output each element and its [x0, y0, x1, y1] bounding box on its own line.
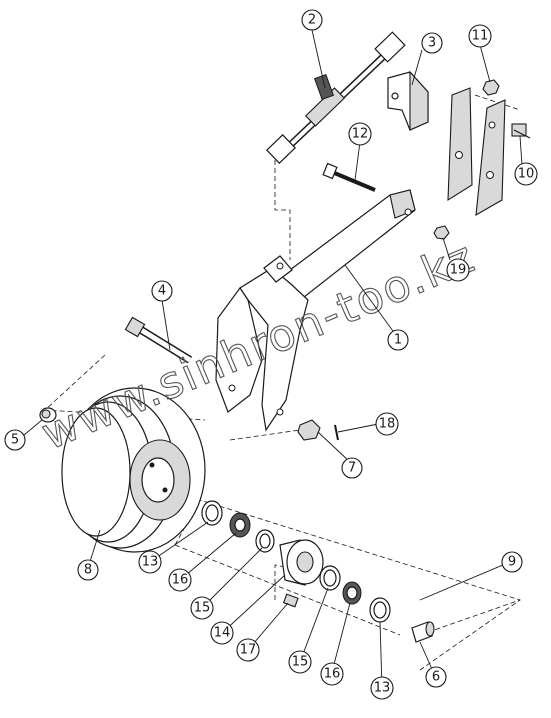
callout-4: 4: [151, 280, 173, 302]
svg-text:13: 13: [374, 681, 391, 696]
watermark: www.sinhron-too.kz: [34, 231, 482, 460]
svg-text:2: 2: [308, 13, 316, 28]
nut-19: [433, 225, 450, 240]
svg-text:14: 14: [214, 626, 231, 641]
svg-text:13: 13: [142, 555, 159, 570]
callout-1: 1: [387, 329, 409, 351]
svg-text:11: 11: [472, 29, 489, 44]
callout-10: 10: [514, 162, 538, 186]
callout-6: 6: [425, 666, 447, 688]
bearing-16b: [342, 581, 362, 605]
cap-6: [411, 621, 435, 643]
svg-text:17: 17: [240, 643, 257, 658]
svg-text:16: 16: [172, 573, 189, 588]
svg-text:6: 6: [432, 670, 440, 685]
callout-15a: 15: [190, 596, 214, 620]
svg-text:16: 16: [324, 667, 341, 682]
callout-16a: 16: [168, 568, 192, 592]
seal-13a: [201, 500, 223, 526]
svg-text:5: 5: [11, 433, 19, 448]
race-15b: [319, 565, 341, 591]
bushing-5: [39, 407, 57, 423]
callout-7: 7: [341, 457, 363, 479]
main-arm: [215, 189, 416, 432]
callout-2: 2: [301, 9, 323, 31]
race-15a: [255, 529, 275, 553]
side-plates: [447, 87, 506, 217]
long-bolt-12: [322, 162, 376, 192]
mounting-bracket: [387, 70, 429, 131]
stud-17: [282, 593, 299, 608]
svg-text:3: 3: [428, 36, 436, 51]
seal-13b: [369, 597, 391, 623]
callout-19: 19: [446, 258, 470, 282]
svg-text:10: 10: [518, 167, 535, 182]
svg-text:7: 7: [348, 461, 356, 476]
callout-16b: 16: [320, 662, 344, 686]
svg-text:12: 12: [352, 127, 369, 142]
nut-11: [482, 79, 500, 96]
callout-11: 11: [468, 24, 492, 48]
callout-14: 14: [210, 621, 234, 645]
svg-text:9: 9: [508, 555, 516, 570]
hub-14: [279, 539, 324, 586]
callout-13b: 13: [370, 676, 394, 700]
callout-3: 3: [421, 32, 443, 54]
callout-9: 9: [501, 551, 523, 573]
svg-text:15: 15: [194, 601, 211, 616]
axle-bolt-4: [124, 316, 193, 364]
callout-18: 18: [375, 412, 399, 436]
callout-5: 5: [4, 429, 26, 451]
callout-15b: 15: [288, 650, 312, 674]
svg-text:15: 15: [292, 655, 309, 670]
nut-7: [297, 419, 321, 441]
svg-text:4: 4: [158, 284, 166, 299]
svg-text:8: 8: [84, 563, 92, 578]
bearing-16a: [229, 512, 251, 538]
top-link-turnbuckle: [265, 31, 406, 164]
svg-text:19: 19: [450, 263, 467, 278]
bolt-10: [511, 123, 531, 139]
callout-17: 17: [236, 638, 260, 662]
wheel-8: [61, 387, 206, 553]
leader-lines: [17, 29, 523, 689]
callout-12: 12: [348, 122, 372, 146]
callout-8: 8: [77, 559, 99, 581]
callout-13a: 13: [138, 550, 162, 574]
svg-text:18: 18: [379, 417, 396, 432]
pin-18: [334, 424, 339, 441]
svg-text:1: 1: [394, 333, 402, 348]
